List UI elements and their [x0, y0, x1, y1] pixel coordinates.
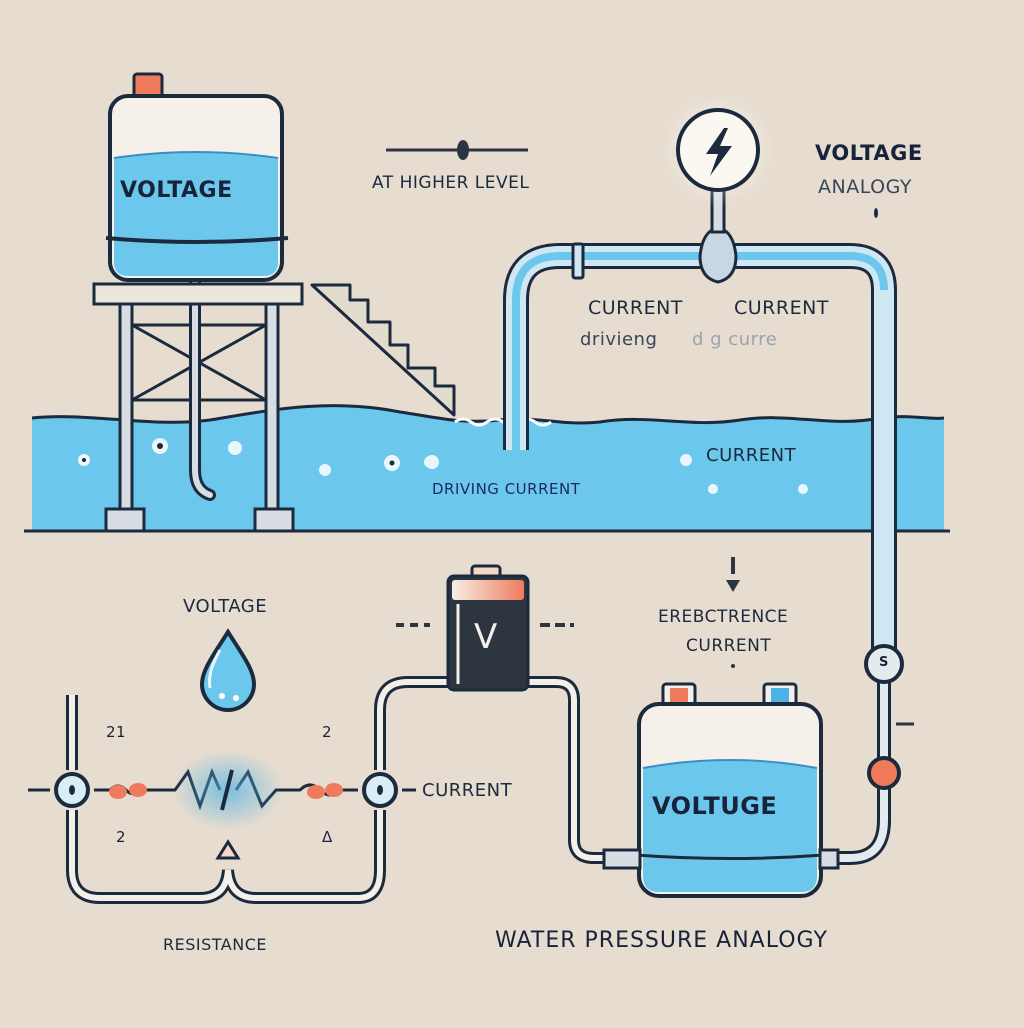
lightning-bolt-icon [706, 128, 732, 176]
pipe-current-right: CURRENT [734, 297, 829, 319]
lower-voltage-label: VOLTAGE [183, 596, 268, 617]
flow-arrow [215, 839, 241, 860]
erebctrence-current-label: CURRENT [686, 636, 772, 656]
water-drop-icon [199, 628, 257, 712]
gauge-junction [698, 228, 738, 284]
tower-foot [104, 507, 146, 533]
valve-s [864, 644, 904, 684]
node-number-bottom-left: 2 [116, 828, 127, 846]
tower-leg [118, 301, 134, 517]
drip-mark [874, 208, 878, 218]
bubble [426, 457, 436, 467]
voltage-analogy-subtitle: ANALOGY [818, 176, 912, 198]
pipe-driving-left: drivieng [580, 329, 658, 350]
lower-tank [602, 682, 840, 898]
higher-level-label: AT HIGHER LEVEL [372, 173, 530, 193]
staircase [310, 283, 456, 417]
upper-tank-water [114, 152, 278, 276]
bubble-centers [82, 443, 395, 466]
tower-leg [264, 301, 280, 517]
tank-outlet-fitting [818, 848, 840, 870]
bubble [319, 464, 331, 476]
upper-tank-label: VOLTAGE [120, 178, 233, 203]
pool-driving-current: DRIVING CURRENT [432, 480, 581, 498]
pipe-current-left: CURRENT [588, 297, 683, 319]
resistance-label: RESISTANCE [163, 935, 267, 954]
voltage-analogy-title: VOLTAGE [815, 141, 923, 165]
pipe-coupling [571, 242, 585, 280]
resistor-slash [220, 769, 234, 811]
charge-bead [307, 785, 325, 799]
page-title: WATER PRESSURE ANALOGY [495, 928, 828, 953]
valve-s-label: S [879, 655, 889, 670]
water-pool [24, 404, 950, 533]
lower-tank-label: VOLTUGE [652, 792, 778, 820]
charge-bead [109, 785, 127, 799]
battery [396, 564, 574, 692]
charge-bead [325, 783, 343, 797]
circuit-current-label: CURRENT [422, 780, 513, 801]
valve-orange [867, 756, 901, 790]
battery-charge-strip [452, 580, 524, 600]
right-pipe-valves [864, 644, 914, 790]
node-number-bottom-right: Δ [322, 828, 333, 846]
bubble [228, 441, 242, 455]
battery-body [446, 574, 530, 692]
level-marker [386, 140, 528, 160]
pool-current: CURRENT [706, 445, 797, 466]
water-tower [92, 72, 304, 533]
node-number-top-right: 2 [322, 723, 333, 741]
tank-inlet-fitting [602, 848, 642, 870]
erebctrence-label: EREBCTRENCE [658, 607, 789, 627]
tower-platform [92, 282, 304, 306]
voltage-gauge [660, 92, 776, 208]
pipe-driving-right: d g curre [692, 329, 778, 350]
pointer-marker [726, 557, 740, 668]
bottom-circuit [28, 660, 891, 904]
bubble [708, 484, 718, 494]
bubble [798, 484, 808, 494]
bubbles [78, 438, 808, 494]
node-number-top-left: 21 [106, 723, 127, 741]
water-body [32, 405, 944, 530]
bubble [680, 454, 692, 466]
charge-bead [129, 783, 147, 797]
tower-foot [253, 507, 295, 533]
battery-label: V [474, 617, 498, 657]
